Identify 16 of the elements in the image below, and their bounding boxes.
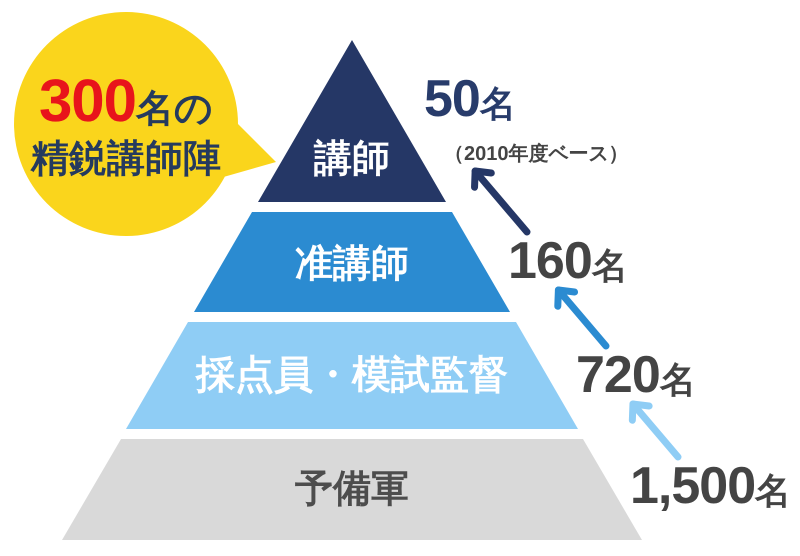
note-text: （2010年度ベース） (444, 142, 628, 167)
count-label: 160名 (508, 235, 628, 287)
bubble-text: 300名の精鋭講師陣 (29, 66, 222, 182)
arrow (554, 286, 610, 350)
speech-bubble (14, 12, 278, 236)
arrow (628, 400, 682, 460)
count-label: 1,500名 (630, 460, 792, 512)
tier-label: 准講師 (295, 243, 409, 287)
tier-label: 採点員・模試監督 (196, 354, 508, 398)
pyramid-tier (194, 212, 510, 312)
tier-label: 講師 (314, 138, 390, 182)
tier-label: 予備軍 (295, 468, 409, 512)
pyramid-tier (126, 322, 578, 429)
arrow (471, 168, 530, 236)
count-label: 720名 (576, 349, 696, 401)
count-label: 50名 (424, 73, 516, 125)
